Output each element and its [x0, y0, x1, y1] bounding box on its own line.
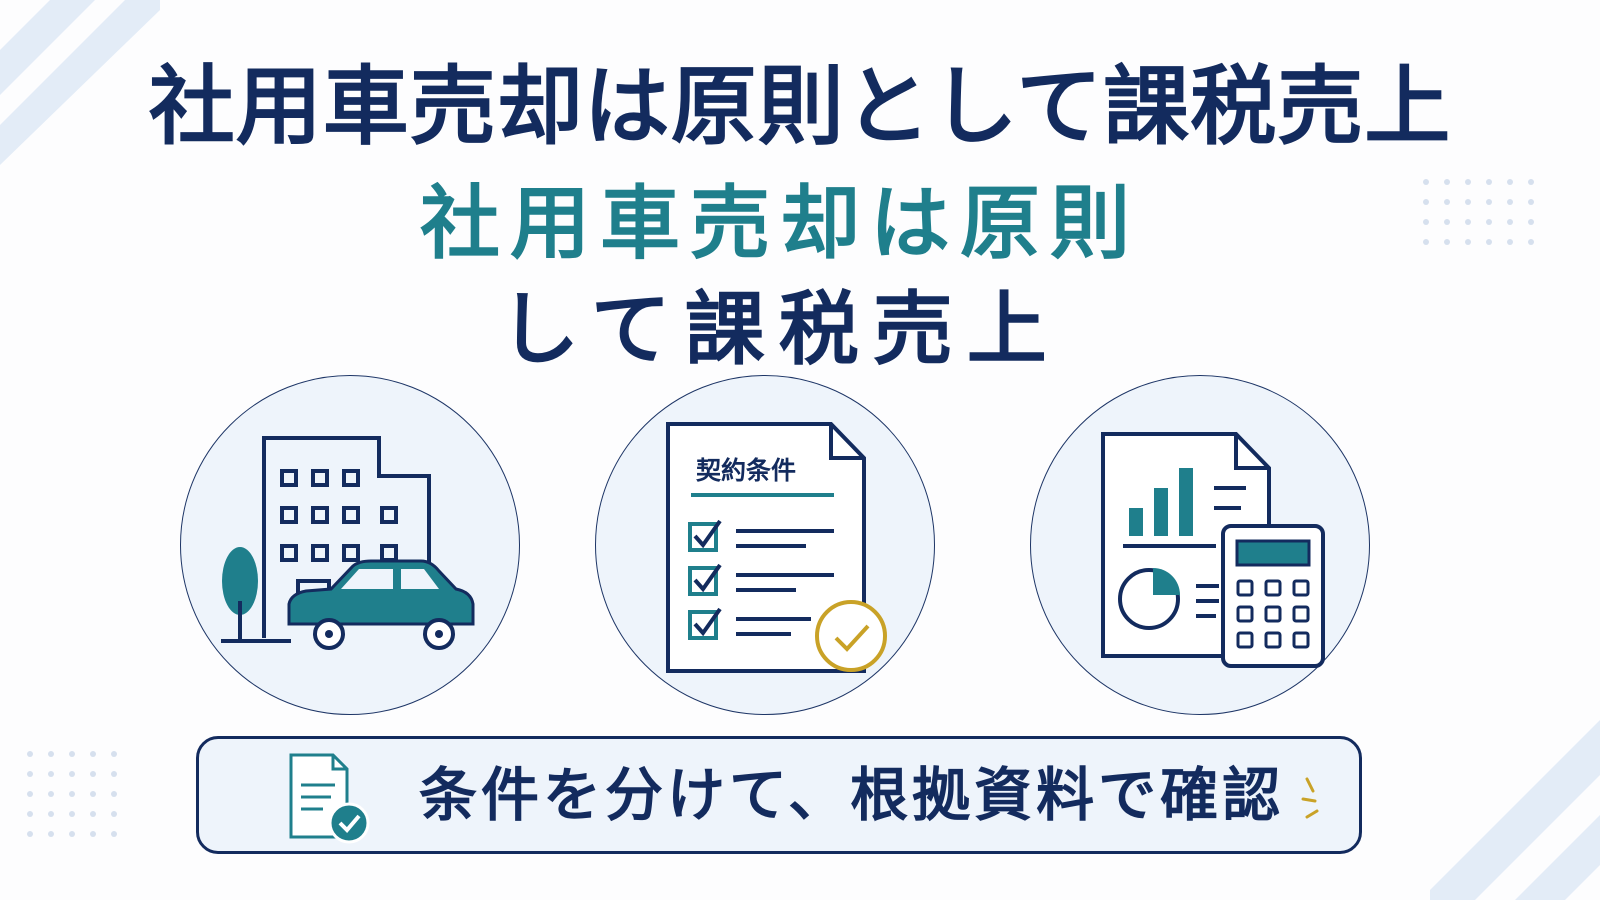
building-car-circle [180, 375, 520, 715]
sparkle-icon [1301, 777, 1319, 819]
stripe-decoration-bottom-right [1430, 720, 1600, 900]
document-check-icon [289, 753, 370, 844]
summary-banner: 条件を分けて、根拠資料で確認 [196, 736, 1362, 854]
dot-grid-decoration-top-right [1423, 179, 1534, 245]
banner-text: 条件を分けて、根拠資料で確認 [419, 761, 1285, 829]
title-line-1: 社用車売却は原則として課税売上 [148, 57, 1452, 157]
contract-document-label: 契約条件 [696, 456, 796, 485]
stripe-decoration-top-left [0, 0, 160, 165]
building-car-icon [221, 436, 475, 650]
contract-document-icon: 契約条件 [666, 422, 887, 673]
report-calculator-circle [1030, 375, 1370, 715]
dot-grid-decoration-bottom-left [27, 751, 117, 837]
report-calculator-icon [1101, 432, 1325, 668]
contract-document-circle: 契約条件 [595, 375, 935, 715]
title-line-3: して課税売上 [499, 283, 1061, 376]
title-line-2: 社用車売却は原則 [420, 177, 1140, 270]
